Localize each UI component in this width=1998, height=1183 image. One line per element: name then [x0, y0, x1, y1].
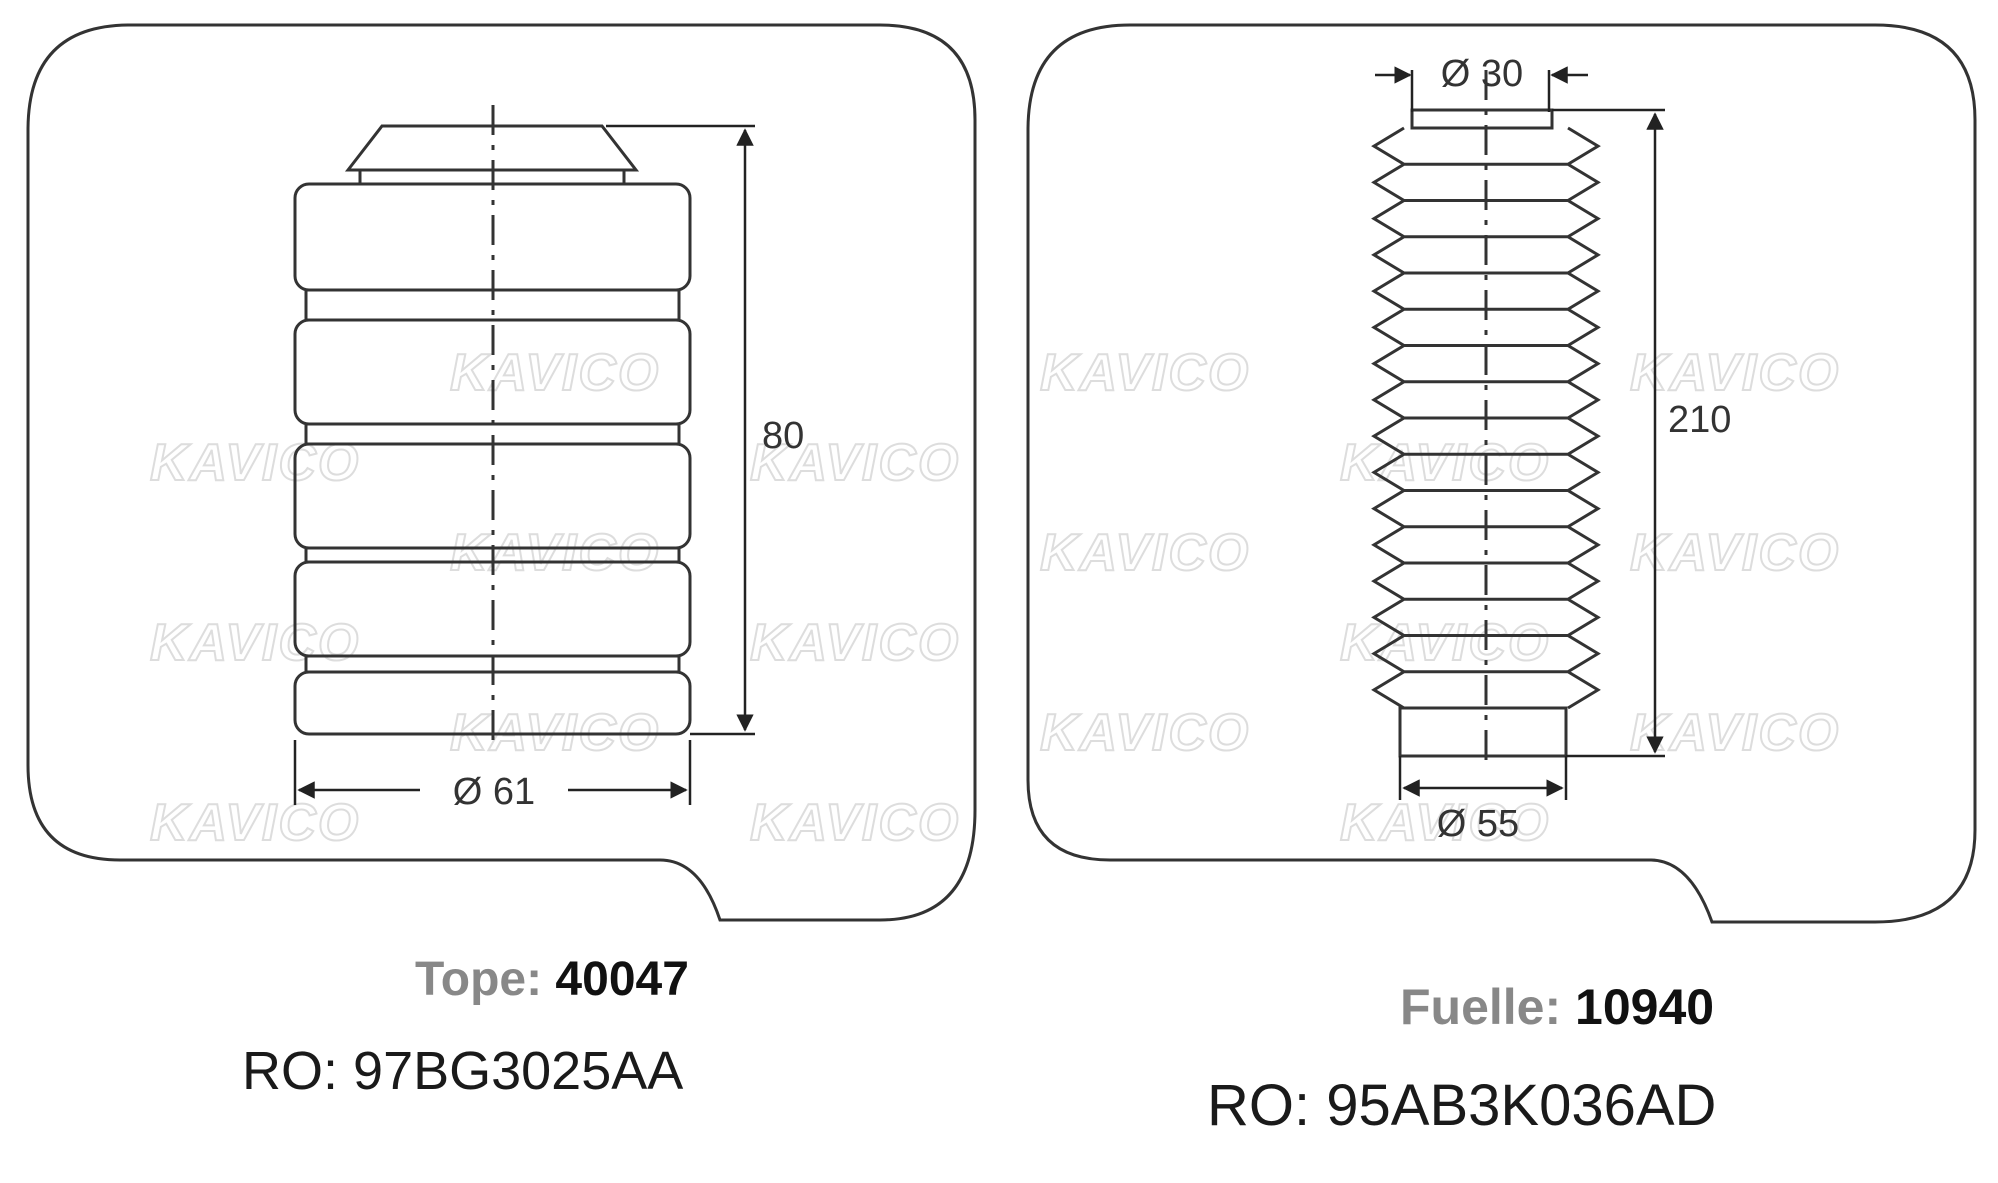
tope-ro-caption: RO: 97BG3025AA [242, 1040, 683, 1102]
fuelle-top-diameter-dimension [1375, 66, 1588, 112]
tope-part-caption: Tope: 40047 [415, 952, 689, 1007]
watermark-text: KAVICO [1340, 434, 1550, 492]
tope-part-number: 40047 [555, 953, 689, 1006]
fuelle-part-caption: Fuelle: 10940 [1400, 978, 1714, 1036]
fuelle-bottom-diameter-dimension [1398, 756, 1568, 800]
watermark-text: KAVICO [1340, 794, 1550, 852]
watermark-text: KAVICO [450, 344, 660, 402]
fuelle-type-label: Fuelle: [1400, 979, 1562, 1035]
tope-diameter-label: Ø 61 [453, 771, 535, 813]
watermark-layer: KAVICO KAVICO KAVICO KAVICO KAVICO KAVICO KAVI… [149, 343, 1840, 853]
tope-ro-label: RO: [242, 1041, 339, 1101]
tope-diameter-dimension [293, 740, 692, 805]
tope-ro-number: 97BG3025AA [353, 1041, 684, 1101]
tope-drawing [293, 105, 692, 750]
fuelle-part-number: 10940 [1575, 979, 1715, 1035]
watermark-text: KAVICO [1630, 704, 1840, 762]
fuelle-ro-number: 95AB3K036AD [1326, 1073, 1717, 1138]
tope-height-label: 80 [762, 415, 804, 457]
fuelle-drawing [1371, 70, 1601, 770]
watermark-text: KAVICO [450, 524, 660, 582]
watermark-text: KAVICO [1040, 704, 1250, 762]
watermark-text: KAVICO [150, 794, 360, 852]
watermark-text: KAVICO [1630, 524, 1840, 582]
watermark-text: KAVICO [1630, 344, 1840, 402]
tope-type-label: Tope: [415, 953, 543, 1006]
watermark-text: KAVICO [1040, 524, 1250, 582]
fuelle-height-dimension [1552, 108, 1665, 758]
fuelle-bottom-diameter-label: Ø 55 [1437, 803, 1519, 845]
tope-height-dimension [606, 124, 755, 736]
tope-panel-frame [26, 23, 977, 922]
watermark-text: KAVICO [750, 794, 960, 852]
watermark-text: KAVICO [750, 614, 960, 672]
fuelle-panel-frame [1026, 23, 1977, 924]
watermark-text: KAVICO [750, 434, 960, 492]
watermark-text: KAVICO [1040, 344, 1250, 402]
fuelle-height-label: 210 [1668, 399, 1731, 441]
watermark-text: KAVICO [150, 614, 360, 672]
fuelle-top-collar [1410, 108, 1554, 130]
fuelle-ro-caption: RO: 95AB3K036AD [1207, 1072, 1716, 1139]
fuelle-top-diameter-label: Ø 30 [1441, 53, 1523, 95]
watermark-text: KAVICO [1340, 614, 1550, 672]
fuelle-ro-label: RO: [1207, 1073, 1311, 1138]
fuelle-bottom-collar [1398, 706, 1568, 758]
